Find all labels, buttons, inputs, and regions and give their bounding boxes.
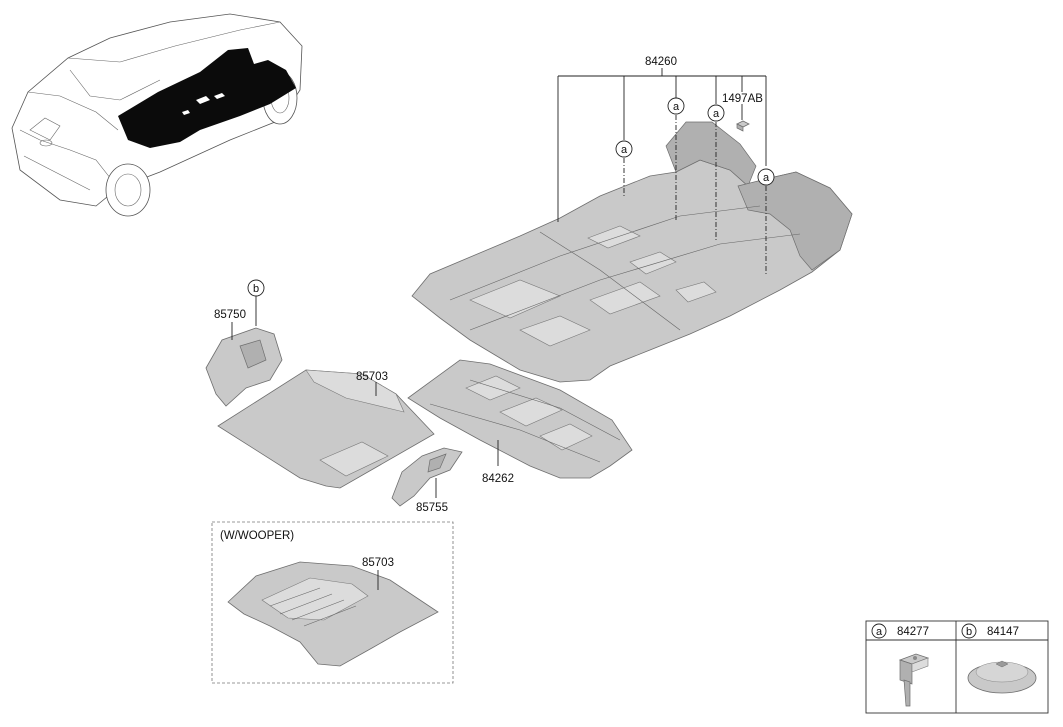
svg-text:84277: 84277: [897, 626, 929, 638]
svg-text:a: a: [673, 101, 680, 113]
callout-a-1: a: [615, 140, 633, 158]
callout-a-2: a: [667, 97, 685, 115]
label-85750: 85750: [214, 309, 246, 321]
svg-text:b: b: [253, 283, 259, 295]
woofer-variant-box: [211, 521, 454, 684]
legend-item-b: b 84147: [961, 623, 1037, 694]
car-locator-illustration: [11, 13, 303, 217]
label-1497ab: 1497AB: [722, 93, 763, 105]
push-clip-icon: [898, 653, 930, 707]
main-floor-carpet[interactable]: [411, 121, 853, 383]
rear-floor-mat[interactable]: [217, 369, 435, 489]
clip-1497ab[interactable]: [736, 120, 750, 132]
rear-floor-mat-woofer[interactable]: [227, 561, 439, 667]
label-84262: 84262: [482, 473, 514, 485]
side-cover-85750[interactable]: [205, 327, 283, 407]
svg-text:a: a: [713, 108, 720, 120]
second-row-carpet-84262[interactable]: [407, 359, 633, 479]
side-cover-85755[interactable]: [391, 447, 463, 507]
svg-text:b: b: [966, 626, 972, 638]
fastener-legend-table: a 84277 b 84147: [865, 620, 1049, 714]
woofer-variant-title: (W/WOOPER): [220, 530, 294, 542]
legend-item-a: a 84277: [871, 623, 930, 707]
svg-text:a: a: [621, 144, 628, 156]
round-fastener-icon: [967, 660, 1037, 694]
callout-b-1: b: [247, 279, 265, 297]
svg-text:a: a: [763, 172, 770, 184]
leader-lines: [231, 68, 767, 590]
label-85703-woofer: 85703: [362, 557, 394, 569]
svg-text:a: a: [876, 626, 883, 638]
svg-text:84147: 84147: [987, 626, 1019, 638]
callout-a-4: a: [757, 168, 775, 186]
callout-a-3: a: [707, 104, 725, 122]
label-84260: 84260: [645, 56, 677, 68]
label-85755: 85755: [416, 502, 448, 514]
label-85703: 85703: [356, 371, 388, 383]
